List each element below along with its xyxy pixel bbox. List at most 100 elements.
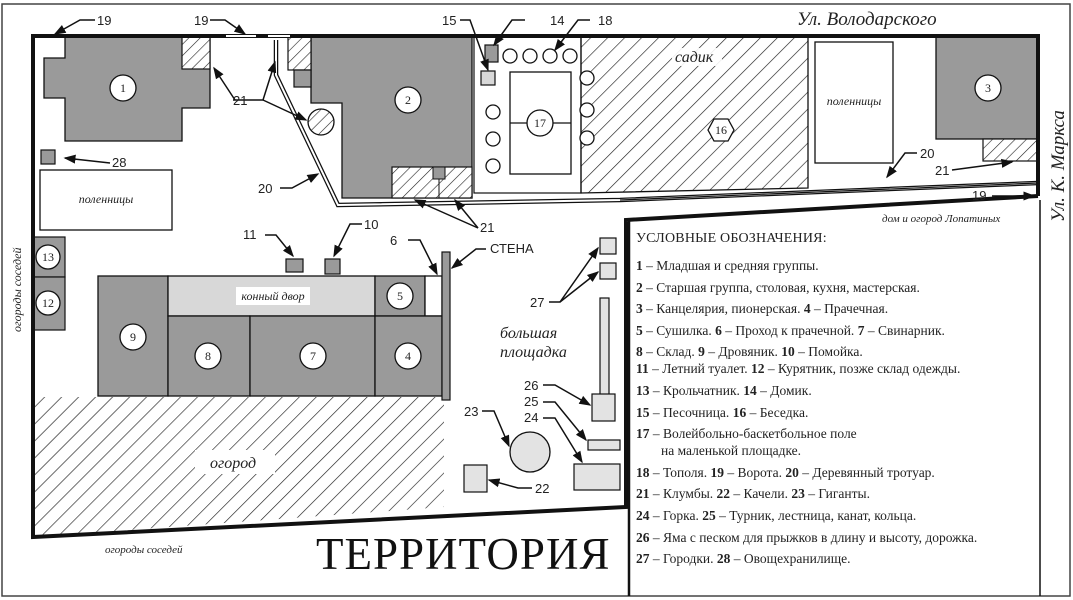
street-volodarskogo: Ул. Володарского: [797, 9, 937, 30]
legend-row: 11 – Летний туалет. 12 – Курятник, позже…: [636, 361, 961, 377]
page-title: ТЕРРИТОРИЯ: [316, 529, 611, 579]
marker-5: 5: [397, 289, 403, 303]
callout-19b: 19: [194, 13, 208, 28]
gorodki-27b: [599, 262, 617, 280]
legend-number: 4: [803, 301, 811, 317]
legend-number: 21: [636, 486, 650, 502]
toilet-11: [285, 258, 304, 273]
callout-20b: 20: [920, 146, 934, 161]
callout-18: 18: [598, 13, 612, 28]
legend-text: Деревянный тротуар.: [812, 464, 935, 480]
legend-number: 14: [743, 382, 757, 398]
legend-text: Беседка.: [759, 404, 809, 420]
legend-number: 17: [636, 426, 650, 442]
legend-number: 16: [732, 404, 747, 420]
legend-row: 2 – Старшая группа, столовая, кухня, мас…: [636, 279, 920, 295]
legend-row: 15 – Песочница. 16 – Беседка.: [636, 404, 809, 420]
legend-text: Склад.: [656, 344, 695, 360]
legend-text: Помойка.: [808, 344, 863, 360]
legend-text: Канцелярия, пионерская.: [656, 301, 801, 317]
legend-text: Яма с песком для прыжков в длину и высот…: [663, 529, 978, 545]
callout-11: 11: [243, 227, 257, 242]
legend-number: 28: [716, 551, 731, 567]
callout-6: 6: [390, 233, 397, 248]
horizontal-bar-25: [587, 439, 621, 451]
legend-number: 6: [715, 322, 722, 338]
legend-text: Овощехранилище.: [743, 551, 851, 567]
marker-2: 2: [405, 93, 411, 107]
legend-number: 13: [636, 382, 650, 398]
big-playground-label-1: большая: [500, 325, 557, 342]
legend-row: 27 – Городки. 28 – Овощехранилище.: [636, 551, 851, 567]
legend-number: 10: [781, 344, 795, 360]
callout-19c: 19: [972, 188, 986, 203]
legend-number: 22: [716, 486, 731, 502]
legend: УСЛОВНЫЕ ОБОЗНАЧЕНИЯ: 1 – Младшая и сред…: [636, 232, 1056, 574]
horse-yard-label: конный двор: [241, 289, 304, 303]
legend-row: 17 – Волейбольно-баскетбольное поле: [636, 426, 857, 442]
legend-text: Качели.: [743, 486, 788, 502]
legend-row: 13 – Крольчатник. 14 – Домик.: [636, 382, 812, 398]
legend-number: 27: [636, 551, 650, 567]
legend-number: 3: [636, 301, 643, 317]
big-playground-label-2: площадка: [500, 344, 567, 361]
marker-8: 8: [205, 349, 211, 363]
poplars-18: [485, 48, 595, 174]
slide-24: [573, 463, 621, 491]
house-14: [484, 44, 499, 63]
callout-23: 23: [464, 404, 478, 419]
legend-number: 20: [785, 464, 799, 480]
callout-24: 24: [524, 410, 538, 425]
callout-10: 10: [364, 217, 378, 232]
woodpile-left: [39, 169, 173, 231]
legend-text: Городки.: [663, 551, 714, 567]
legend-text: Летний туалет.: [662, 361, 748, 377]
marker-3: 3: [985, 81, 991, 95]
callout-26: 26: [524, 378, 538, 393]
legend-text: на маленькой площадке.: [661, 443, 802, 459]
jump-pit-26: [591, 393, 616, 422]
legend-row: 26 – Яма с песком для прыжков в длину и …: [636, 529, 978, 545]
legend-text: Прачечная.: [824, 301, 889, 317]
sandbox-15: [480, 70, 496, 86]
marker-17: 17: [534, 116, 546, 130]
legend-text: Сушилка.: [656, 322, 712, 338]
wall: [441, 251, 451, 401]
legend-number: 11: [636, 361, 649, 377]
page-frame: [1, 3, 1071, 597]
legend-number: 2: [636, 279, 643, 295]
woodpile-right: [814, 41, 894, 164]
legend-text: Гиганты.: [818, 486, 870, 502]
legend-row: 24 – Горка. 25 – Турник, лестница, канат…: [636, 507, 917, 523]
legend-text: Крольчатник.: [663, 382, 740, 398]
legend-text: Курятник, позже склад одежды.: [778, 361, 961, 377]
legend-row: 18 – Тополя. 19 – Ворота. 20 – Деревянны…: [636, 464, 935, 480]
woodpile-right-label: поленницы: [827, 94, 882, 108]
legend-number: 9: [698, 344, 705, 360]
swings-22: [463, 464, 488, 493]
legend-text: Дровяник.: [718, 344, 778, 360]
street-k-marksa: Ул. К. Маркса: [1048, 110, 1069, 222]
neighbors-bottom-label: огороды соседей: [105, 544, 183, 556]
legend-number: 23: [791, 486, 805, 502]
territory-boundary: [31, 34, 1040, 540]
gazebo-16: [707, 118, 735, 142]
woodpile-left-label: поленницы: [79, 192, 134, 206]
legend-number: 1: [636, 258, 643, 273]
callout-27: 27: [530, 295, 544, 310]
legend-number: 26: [636, 529, 650, 545]
wall-label: СТЕНА: [490, 241, 534, 256]
callout-21a: 21: [233, 93, 247, 108]
garbage-10: [324, 258, 341, 275]
legend-text: Тополя.: [663, 464, 708, 480]
callout-25: 25: [524, 394, 538, 409]
callout-22: 22: [535, 481, 549, 496]
legend-text: Волейбольно-баскетбольное поле: [663, 426, 857, 442]
marker-9: 9: [130, 330, 136, 344]
gorodki-27a: [599, 237, 617, 255]
callout-21c: 21: [935, 163, 949, 178]
legend-text: Домик.: [770, 382, 812, 398]
legend-row: 8 – Склад. 9 – Дровяник. 10 – Помойка.: [636, 344, 863, 360]
legend-number: 8: [636, 344, 643, 360]
